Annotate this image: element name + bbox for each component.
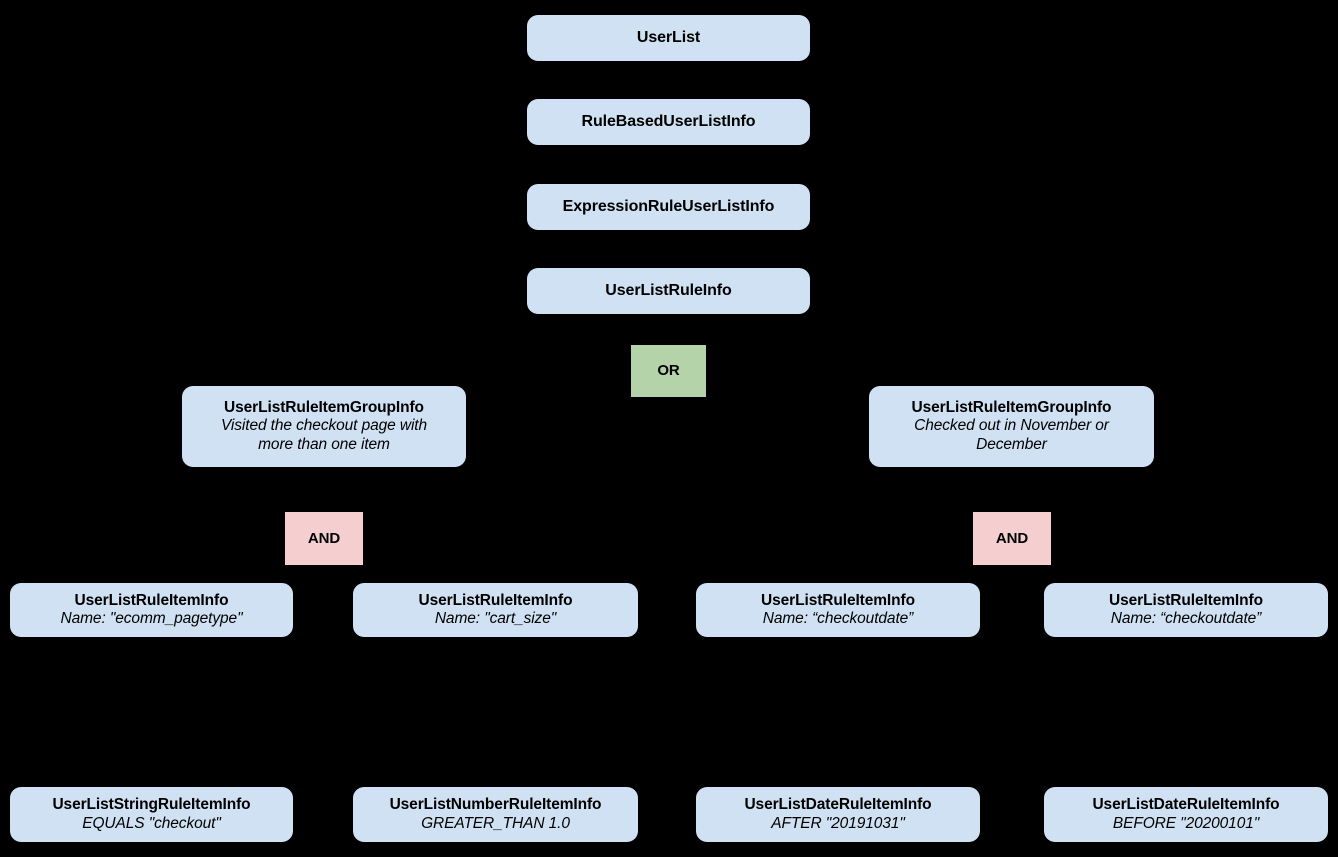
node-title: UserListRuleItemGroupInfo	[911, 399, 1112, 417]
node-user-list-rule-info[interactable]: UserListRuleInfo	[527, 268, 810, 314]
node-detail: Name: “checkoutdate”	[762, 610, 914, 627]
node-title: UserListDateRuleItemInfo	[1092, 796, 1280, 814]
node-title: UserListStringRuleItemInfo	[52, 796, 251, 814]
node-rule-item-info-1[interactable]: UserListRuleItemInfo Name: "ecomm_pagety…	[10, 583, 293, 637]
node-title: UserListRuleInfo	[605, 281, 732, 299]
operator-or[interactable]: OR	[631, 345, 706, 397]
node-rule-item-info-3[interactable]: UserListRuleItemInfo Name: “checkoutdate…	[696, 583, 980, 637]
operator-label: AND	[307, 529, 341, 547]
node-string-rule-item-info[interactable]: UserListStringRuleItemInfo EQUALS "check…	[10, 787, 293, 842]
node-detail: Name: "cart_size"	[434, 610, 557, 627]
operator-and-left[interactable]: AND	[285, 512, 363, 565]
node-description-line-1: Checked out in November or	[914, 417, 1109, 435]
node-detail: Name: “checkoutdate”	[1110, 610, 1262, 627]
operator-label: AND	[995, 529, 1029, 547]
node-detail: AFTER "20191031"	[771, 814, 905, 832]
node-rule-item-info-4[interactable]: UserListRuleItemInfo Name: “checkoutdate…	[1044, 583, 1328, 637]
node-date-rule-item-info-before[interactable]: UserListDateRuleItemInfo BEFORE "2020010…	[1044, 787, 1328, 842]
node-title: UserList	[636, 28, 701, 46]
node-detail: EQUALS "checkout"	[82, 814, 221, 832]
node-description-line-2: more than one item	[258, 435, 390, 453]
node-title: RuleBasedUserListInfo	[581, 112, 756, 130]
node-title: UserListRuleItemInfo	[74, 591, 229, 609]
node-detail: BEFORE "20200101"	[1112, 814, 1260, 832]
node-date-rule-item-info-after[interactable]: UserListDateRuleItemInfo AFTER "20191031…	[696, 787, 980, 842]
node-rule-item-group-info-right[interactable]: UserListRuleItemGroupInfo Checked out in…	[869, 386, 1154, 467]
node-rule-item-group-info-left[interactable]: UserListRuleItemGroupInfo Visited the ch…	[182, 386, 466, 467]
node-title: UserListDateRuleItemInfo	[744, 796, 932, 814]
node-rule-based-user-list-info[interactable]: RuleBasedUserListInfo	[527, 99, 810, 145]
node-detail: GREATER_THAN 1.0	[421, 814, 570, 832]
operator-and-right[interactable]: AND	[973, 512, 1051, 565]
node-title: UserListRuleItemInfo	[761, 591, 915, 609]
node-expression-rule-user-list-info[interactable]: ExpressionRuleUserListInfo	[527, 184, 810, 230]
node-title: UserListRuleItemInfo	[1109, 591, 1263, 609]
node-user-list[interactable]: UserList	[527, 15, 810, 61]
operator-label: OR	[657, 362, 680, 380]
node-rule-item-info-2[interactable]: UserListRuleItemInfo Name: "cart_size"	[353, 583, 638, 637]
node-number-rule-item-info[interactable]: UserListNumberRuleItemInfo GREATER_THAN …	[353, 787, 638, 842]
node-title: ExpressionRuleUserListInfo	[562, 197, 775, 215]
node-title: UserListRuleItemGroupInfo	[224, 399, 424, 417]
node-title: UserListRuleItemInfo	[418, 591, 573, 609]
node-description-line-1: Visited the checkout page with	[220, 417, 428, 435]
node-title: UserListNumberRuleItemInfo	[389, 796, 602, 814]
node-detail: Name: "ecomm_pagetype"	[60, 610, 243, 627]
node-description-line-2: December	[976, 435, 1047, 453]
